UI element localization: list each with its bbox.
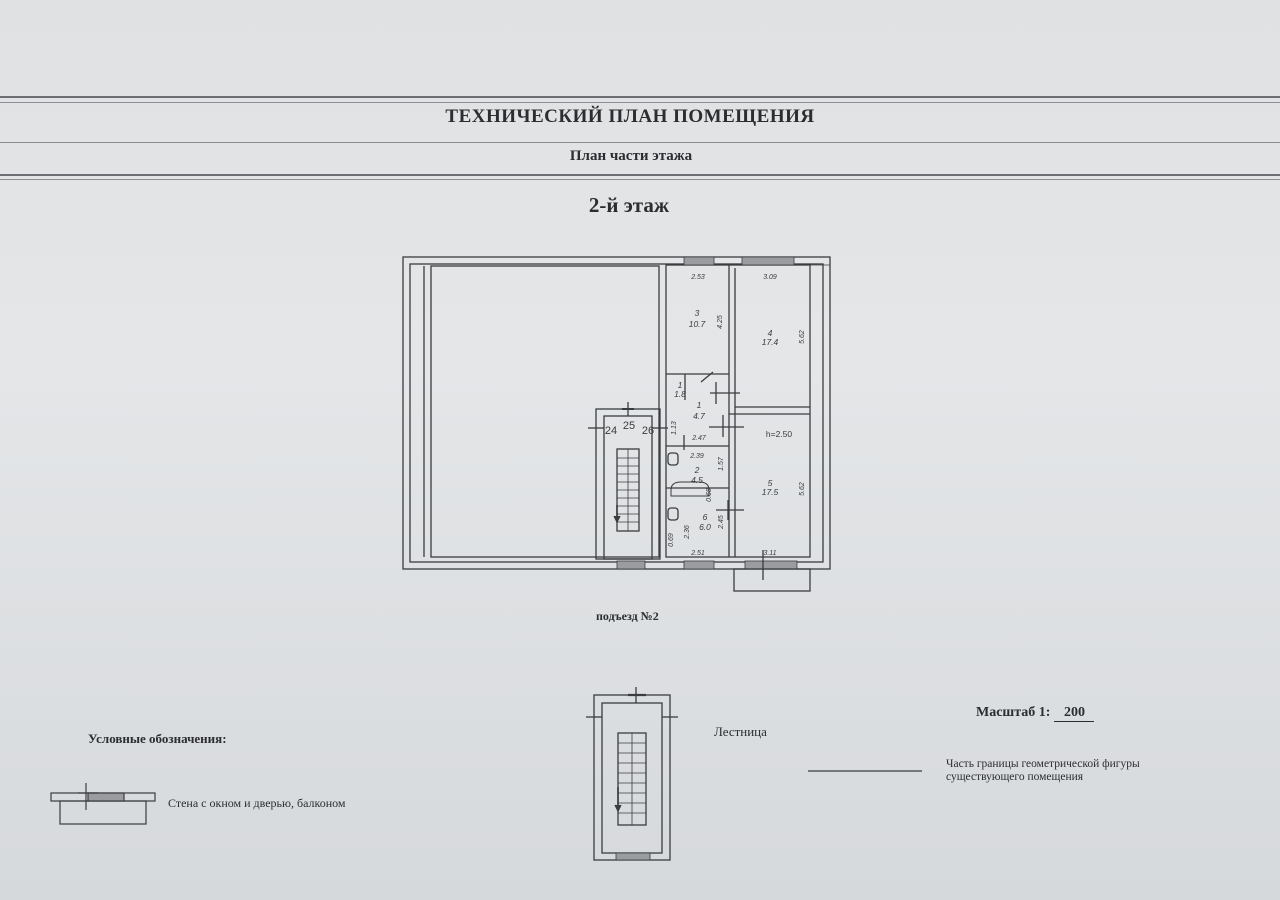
apartment-outline: [665, 264, 811, 558]
entrance-label: подъезд №2: [596, 609, 659, 623]
dimension-label: 1.13: [671, 421, 678, 435]
dimension-label: 2.47: [691, 435, 707, 442]
left-area: [430, 265, 660, 558]
room-area: 4.5: [691, 475, 703, 485]
outer-wall: [402, 256, 831, 570]
header-rule-top: [0, 96, 1280, 98]
outer-wall-inner: [409, 263, 824, 563]
room-area: 6.0: [699, 522, 711, 532]
stair-number: 26: [642, 425, 654, 437]
header-rule-mid: [0, 142, 1280, 143]
dimension-label: 2.39: [689, 453, 704, 460]
room-number: 5: [768, 478, 773, 488]
stair-number: 24: [605, 425, 617, 437]
dimension-label: 2.45: [718, 515, 725, 530]
scale-prefix: Масштаб 1:: [976, 705, 1051, 720]
header-rule-bottom: [0, 174, 1280, 176]
dimension-label: 5.62: [799, 330, 806, 344]
room-number: 2: [694, 465, 700, 475]
dimension-label: 0.69: [668, 533, 675, 547]
dimension-label: 3.11: [763, 550, 776, 557]
scale-label: Масштаб 1:200: [976, 705, 1095, 722]
dimension-label: 0.68: [706, 488, 713, 502]
stair-number: 25: [623, 420, 635, 432]
dimension-label: 1.57: [718, 456, 725, 471]
legend-boundary-label: Часть границы геометрической фигуры суще…: [946, 758, 1140, 783]
dimension-label: 2.51: [690, 550, 705, 557]
document-title: ТЕХНИЧЕСКИЙ ПЛАН ПОМЕЩЕНИЯ: [445, 106, 815, 127]
dimension-label: 2.53: [690, 274, 705, 281]
room-area: 4.7: [693, 411, 705, 421]
legend-wall-symbol: [50, 783, 156, 825]
room-area: 10.7: [689, 319, 706, 329]
room-number: 1: [697, 400, 702, 410]
room-number: 6: [703, 512, 708, 522]
floor-plan: 24 25 26 3 10.7 4 17.4 1 1.8 1 4.7 2 4.5…: [402, 256, 831, 592]
legend-wall-label: Стена с окном и дверью, балконом: [168, 796, 346, 810]
legend-boundary-line: [808, 770, 922, 772]
room-area: 1.8: [674, 389, 686, 399]
dimension-label: 2.36: [684, 525, 691, 540]
legend-stair-label: Лестница: [714, 724, 767, 739]
document-subtitle: План части этажа: [569, 148, 693, 164]
legend-stair-symbol: [586, 687, 678, 861]
dimension-label: 3.09: [763, 274, 777, 281]
dimension-label: 4.25: [717, 315, 724, 329]
room-area: 17.4: [762, 337, 779, 347]
room-area: 17.5: [762, 487, 779, 497]
header-rule-bottom-inner: [0, 179, 1280, 180]
room-number: 3: [695, 308, 700, 318]
scale-value: 200: [1054, 705, 1095, 722]
header-rule-top-inner: [0, 102, 1280, 103]
height-label: h=2.50: [766, 429, 793, 439]
room-number: 4: [768, 328, 773, 338]
legend-title: Условные обозначения:: [88, 731, 227, 746]
room-number: 1: [678, 380, 683, 390]
dimension-label: 5.62: [799, 482, 806, 496]
floor-label: 2-й этаж: [588, 193, 670, 217]
balcony: [733, 568, 811, 592]
